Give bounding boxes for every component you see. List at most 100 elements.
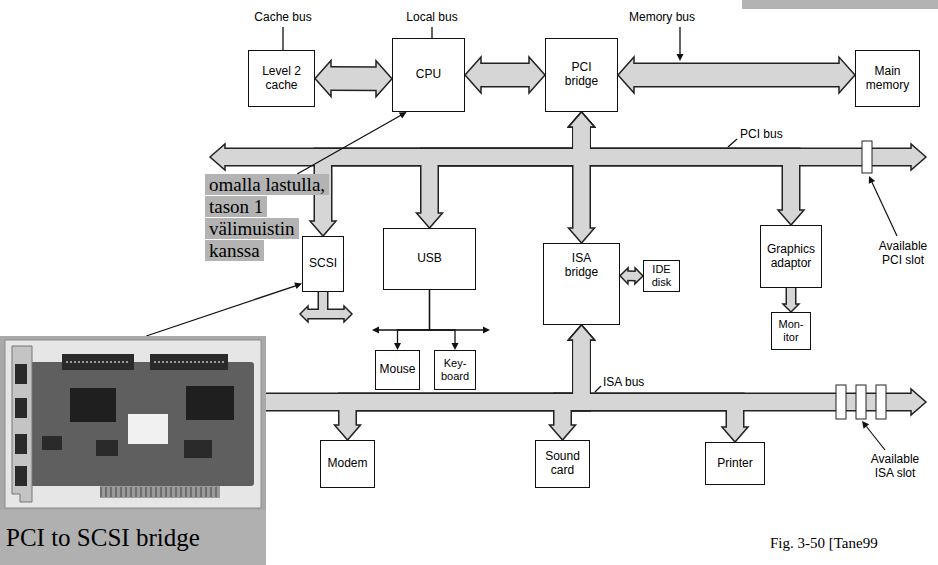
edge-connector bbox=[100, 486, 220, 498]
controller-box: SCSI bbox=[302, 236, 344, 292]
slot-label: Available PCI slot bbox=[873, 240, 933, 268]
bus-arrowhead bbox=[618, 57, 634, 93]
bus-arrowhead bbox=[529, 57, 545, 93]
line-connector bbox=[398, 290, 430, 344]
leader-line bbox=[866, 427, 885, 451]
chip bbox=[70, 388, 116, 422]
line-arrowhead bbox=[294, 283, 302, 290]
box-label: ISA bridge bbox=[559, 252, 604, 280]
header-band bbox=[742, 0, 938, 9]
leader-head bbox=[869, 176, 875, 184]
box-label: PCI bridge bbox=[559, 61, 604, 89]
box-label: USB bbox=[417, 252, 442, 266]
bus-arrowhead bbox=[839, 57, 855, 93]
box-label: IDE disk bbox=[646, 263, 677, 288]
mounting-bracket bbox=[12, 346, 32, 502]
scsi-port bbox=[306, 292, 346, 314]
bus-connector bbox=[582, 338, 736, 429]
line-arrowhead bbox=[399, 112, 407, 119]
cache-box: Level 2 cache bbox=[248, 50, 315, 107]
line-arrowhead bbox=[394, 343, 401, 350]
device-box: Key- board bbox=[434, 350, 476, 390]
box-label: Printer bbox=[717, 457, 752, 471]
leader-head bbox=[862, 421, 869, 429]
pci-slot bbox=[862, 141, 872, 173]
line-arrowhead bbox=[452, 343, 459, 350]
caption-ground bbox=[0, 510, 266, 565]
bus-connector bbox=[632, 64, 841, 86]
chip bbox=[186, 386, 234, 420]
bus-connector bbox=[582, 125, 792, 212]
bus-connector bbox=[329, 68, 378, 90]
isa-slot bbox=[836, 385, 846, 419]
isa-slot bbox=[856, 385, 866, 419]
processor-box: CPU bbox=[392, 38, 465, 112]
connector-fingers bbox=[100, 487, 220, 497]
bus-connector-outline bbox=[582, 127, 792, 210]
line-connector bbox=[297, 115, 401, 174]
bus-arrowhead bbox=[911, 144, 926, 170]
chip bbox=[184, 440, 212, 458]
bus-arrowhead bbox=[569, 228, 595, 243]
bus-arrowhead bbox=[210, 144, 225, 170]
pointer-head bbox=[677, 54, 684, 61]
device-box: Sound card bbox=[535, 440, 590, 488]
box-label: CPU bbox=[416, 68, 441, 82]
box-label: Mouse bbox=[379, 363, 415, 377]
chip bbox=[96, 440, 118, 456]
device-box: Mouse bbox=[375, 350, 420, 390]
device-box: Modem bbox=[320, 440, 375, 488]
bus-arrowhead bbox=[417, 213, 443, 228]
bus-arrowhead bbox=[569, 112, 595, 127]
bus-connector bbox=[626, 272, 637, 280]
box-label: Mon- itor bbox=[774, 318, 808, 343]
bus-connector-outline bbox=[323, 127, 582, 221]
bus-arrowhead bbox=[569, 112, 595, 127]
photo-caption: PCI to SCSI bridge bbox=[6, 524, 200, 553]
bus-connector bbox=[787, 288, 795, 306]
bus-arrowhead bbox=[376, 61, 392, 97]
figure-caption: Fig. 3-50 [Tane99 bbox=[770, 535, 878, 552]
bus-arrowhead bbox=[310, 221, 336, 236]
bus-arrowhead bbox=[722, 427, 748, 442]
line-connector bbox=[430, 290, 456, 344]
bridge-box: ISA bridge bbox=[543, 243, 620, 325]
monitor-box: Mon- itor bbox=[771, 312, 811, 350]
photo-frame bbox=[5, 340, 261, 508]
bus-arrowhead bbox=[315, 61, 331, 97]
bus-arrowhead bbox=[911, 389, 926, 415]
box-label: Modem bbox=[327, 457, 367, 471]
chip bbox=[42, 436, 62, 450]
bracket-port bbox=[15, 398, 27, 418]
controller-box: USB bbox=[383, 228, 476, 290]
slot-label: Available ISA slot bbox=[862, 453, 928, 481]
bus-arrowhead bbox=[778, 210, 804, 225]
bus-connector-outline bbox=[430, 127, 582, 213]
bus-arrowhead bbox=[335, 425, 361, 440]
bus-label: ISA bus bbox=[603, 376, 644, 390]
memory-box: Main memory bbox=[855, 50, 920, 107]
bus-connector bbox=[348, 338, 582, 427]
bus-arrowhead bbox=[569, 325, 595, 340]
bus-connector-outline bbox=[348, 340, 582, 425]
leader-line bbox=[872, 182, 897, 236]
box-label: SCSI bbox=[309, 257, 337, 271]
usb-arrowhead bbox=[372, 327, 379, 334]
bracket-port bbox=[15, 466, 27, 486]
label-sticker bbox=[128, 414, 168, 444]
bus-connector-outline bbox=[582, 340, 736, 427]
bus-arrowhead bbox=[550, 425, 576, 440]
bus-arrowhead bbox=[465, 57, 481, 93]
box-label: Sound card bbox=[539, 450, 586, 478]
bus-arrowhead bbox=[569, 112, 595, 127]
line-connector bbox=[146, 286, 296, 336]
bus-connector bbox=[430, 125, 582, 215]
bus-label: Memory bus bbox=[629, 11, 695, 25]
connector-pins bbox=[66, 361, 224, 363]
circuit-board bbox=[30, 362, 254, 486]
usb-arrowhead bbox=[483, 327, 490, 334]
label-pointer bbox=[728, 139, 737, 147]
bus-label: Cache bus bbox=[254, 11, 311, 25]
photo-panel-ground bbox=[0, 336, 266, 565]
